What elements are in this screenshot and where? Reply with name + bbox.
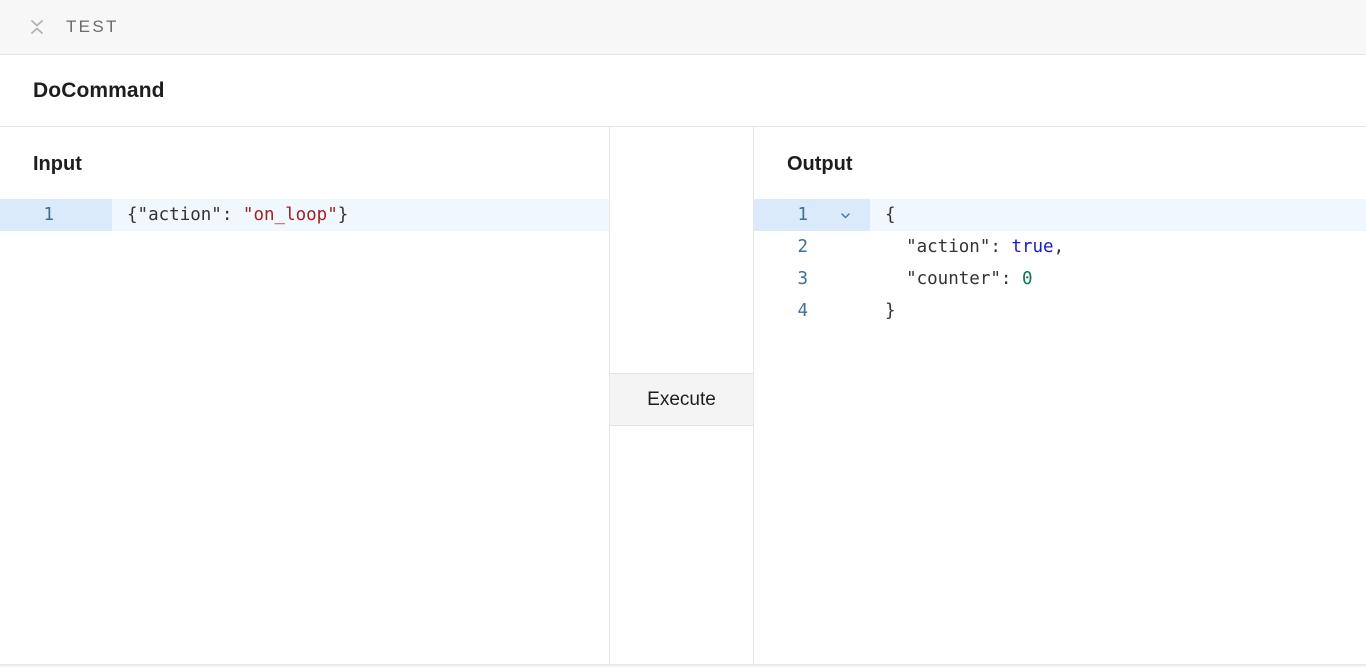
code-line[interactable]: 2 "action": true, <box>754 231 1366 263</box>
command-title-bar: DoCommand <box>0 55 1366 127</box>
token-punct: } <box>885 301 896 321</box>
output-panel: Output 1{2 "action": true,3 "counter": 0… <box>754 127 1366 664</box>
code-text: "action": true, <box>870 231 1366 263</box>
code-text: "counter": 0 <box>870 263 1366 295</box>
code-line[interactable]: 3 "counter": 0 <box>754 263 1366 295</box>
line-number: 3 <box>797 269 808 289</box>
input-editor[interactable]: 1{"action": "on_loop"} <box>0 199 609 231</box>
token-key: "action" <box>906 237 991 257</box>
panels-container: Input 1{"action": "on_loop"} Execute Out… <box>0 127 1366 665</box>
topbar-title: TEST <box>66 17 119 36</box>
token-punct <box>885 237 906 257</box>
execute-button[interactable]: Execute <box>610 373 753 426</box>
code-line[interactable]: 1{ <box>754 199 1366 231</box>
collapse-chevrons-icon[interactable] <box>27 16 47 38</box>
token-key: "counter" <box>906 269 1001 289</box>
line-number: 1 <box>754 199 870 231</box>
output-heading: Output <box>787 153 853 175</box>
input-heading: Input <box>33 153 82 175</box>
token-num: 0 <box>1021 269 1033 289</box>
middle-panel: Execute <box>609 127 754 664</box>
token-key: "action" <box>137 205 222 225</box>
code-text: { <box>870 199 1366 231</box>
input-panel: Input 1{"action": "on_loop"} <box>0 127 609 664</box>
token-bool: true <box>1011 237 1054 257</box>
token-punct: , <box>1053 237 1065 257</box>
token-punct: { <box>127 205 138 225</box>
code-text: {"action": "on_loop"} <box>112 199 609 231</box>
command-title: DoCommand <box>33 78 165 102</box>
bottom-strip <box>0 665 1366 667</box>
code-line[interactable]: 4} <box>754 295 1366 327</box>
token-str: "on_loop" <box>242 205 338 225</box>
code-text: } <box>870 295 1366 327</box>
topbar: TEST <box>0 0 1366 55</box>
chevron-down-icon[interactable] <box>839 199 852 231</box>
token-punct: : <box>221 205 243 225</box>
line-number: 2 <box>797 237 808 257</box>
line-number: 1 <box>0 199 112 231</box>
token-punct: { <box>885 205 896 225</box>
token-punct: } <box>337 205 349 225</box>
token-punct <box>885 269 906 289</box>
execute-button-wrap: Execute <box>610 373 753 426</box>
token-punct: : <box>1000 269 1022 289</box>
code-line[interactable]: 1{"action": "on_loop"} <box>0 199 609 231</box>
token-punct: : <box>990 237 1012 257</box>
line-number: 4 <box>797 301 808 321</box>
